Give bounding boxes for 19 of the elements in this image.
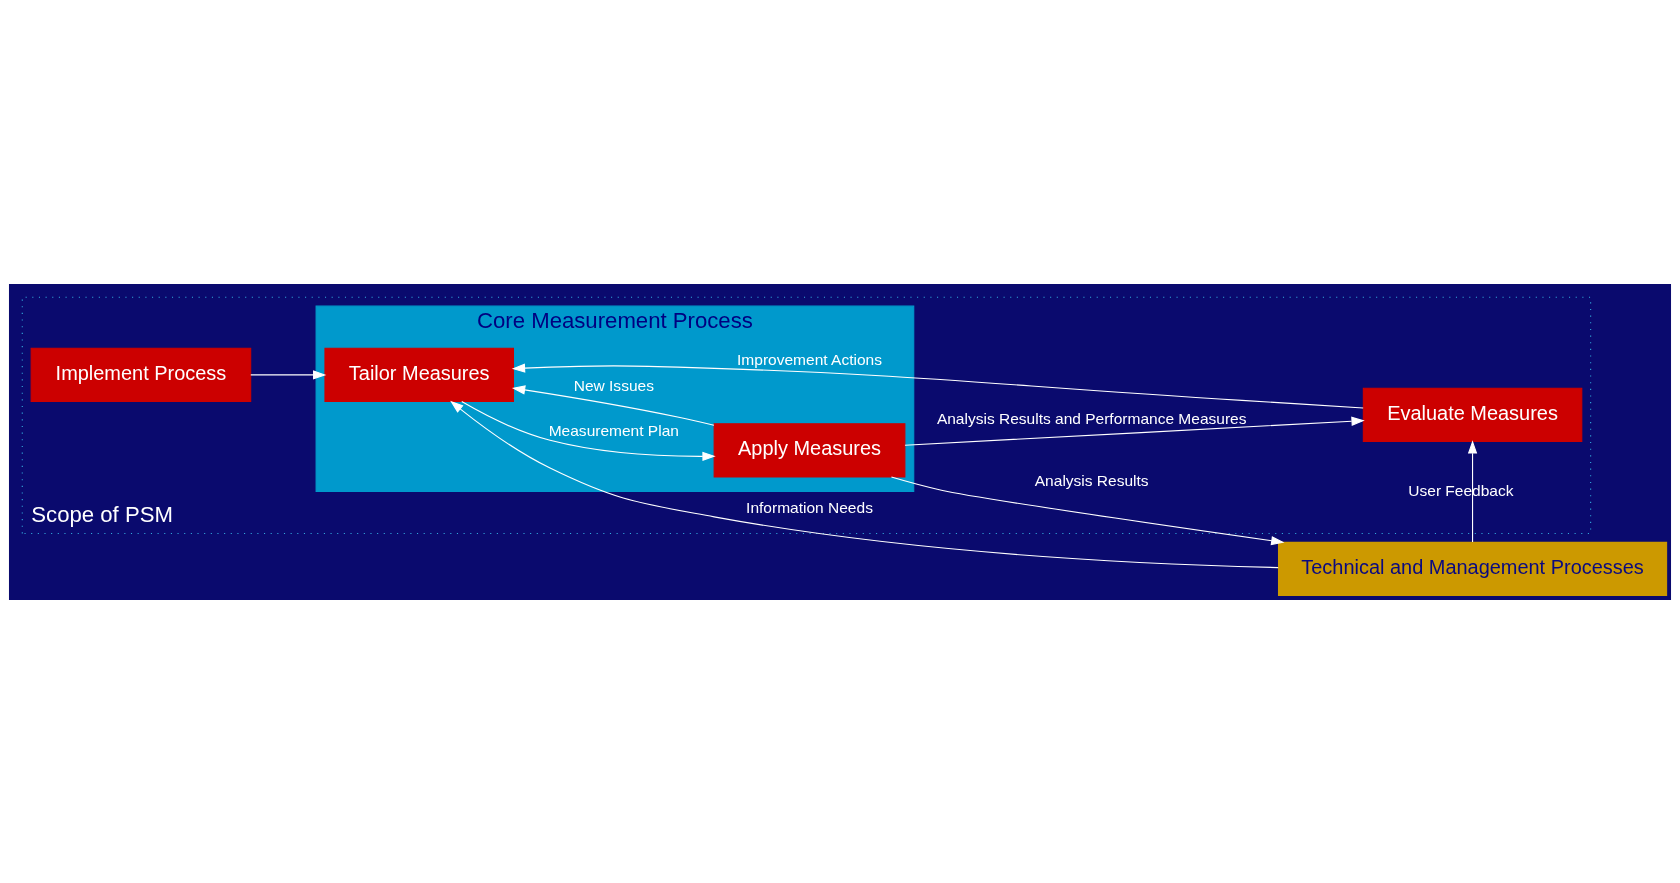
node-box: Tailor Measures [324,347,515,402]
edge-label: New Issues [573,376,654,394]
arrow [250,369,327,380]
node-box: Apply Measures [713,422,906,477]
edge-label: Analysis Results and Performance Measures [936,409,1247,427]
arrow [904,416,1365,446]
arrow [461,400,716,461]
edge-label: Measurement Plan [548,421,679,439]
edge-label: Analysis Results [1034,471,1149,489]
arrow [450,400,1279,568]
arrow [511,384,715,426]
node-box: Evaluate Measures [1362,387,1583,442]
arrow [1467,439,1478,543]
arrow [890,475,1285,545]
arrow [511,362,1364,408]
node-box: Implement Process [30,347,252,402]
edge-label: Improvement Actions [737,350,882,368]
edge-label: Information Needs [746,498,873,516]
node-box: Technical and Management Processes [1277,541,1668,596]
